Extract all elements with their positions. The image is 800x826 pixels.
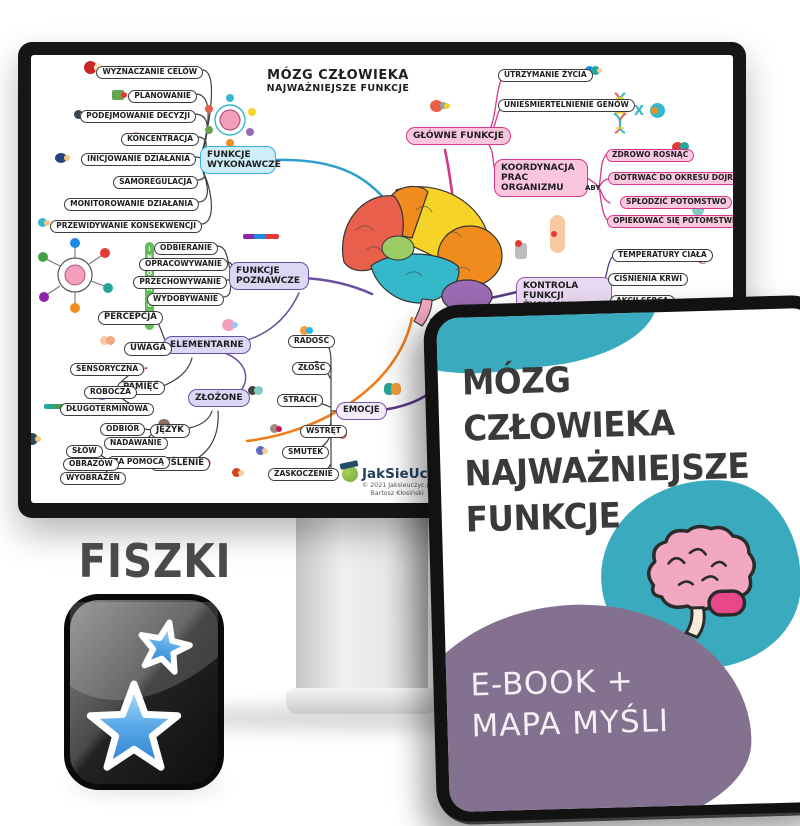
planning-chart-illustration bbox=[112, 84, 127, 103]
branch-item: PRZECHOWYWANIE bbox=[133, 276, 227, 289]
books-stack-illustration bbox=[243, 226, 279, 245]
starting-person-illustration bbox=[55, 147, 70, 166]
theatre-masks-illustration bbox=[384, 378, 401, 397]
branch-item: PLANOWANIE bbox=[128, 90, 197, 103]
branch-item: SMUTEK bbox=[282, 446, 330, 459]
branch-item: ZDROWO ROSNĄĆ bbox=[606, 149, 695, 162]
branch-item: WYDOBYWANIE bbox=[147, 293, 224, 306]
joy-person-illustration bbox=[300, 320, 313, 339]
branch-item: CIŚNIENIA KRWI bbox=[608, 273, 689, 286]
mindmap-title-line2: NAJWAŻNIEJSZE FUNKCJE bbox=[266, 83, 410, 94]
branch-item: SPŁODZIĆ POTOMSTWO bbox=[620, 196, 733, 209]
branch-item: PODEJMOWANIE DECYZJI bbox=[80, 110, 196, 123]
surprise-person-illustration bbox=[232, 462, 244, 481]
branch-item: WYOBRAŻEŃ bbox=[60, 472, 126, 485]
branch-item: TEMPERATURY CIAŁA bbox=[612, 249, 713, 262]
monitor: MÓZG CZŁOWIEKA NAJWAŻNIEJSZE FUNKCJE FUN… bbox=[18, 42, 746, 518]
attention-brain-illustration bbox=[222, 314, 238, 333]
branch-item: KONCENTRACJA bbox=[121, 133, 199, 146]
branch-item: ODBIERANIE bbox=[153, 242, 218, 255]
fear-spider-illustration bbox=[248, 380, 263, 399]
laptop-person-illustration bbox=[38, 212, 50, 231]
mindmap-title-line1: MÓZG CZŁOWIEKA bbox=[267, 68, 409, 83]
branch-item: STRACH bbox=[277, 394, 323, 407]
branch-item: SAMOREGULACJA bbox=[113, 176, 198, 189]
monitor-stand-neck bbox=[296, 512, 428, 694]
branch-item: OPIEKOWAĆ SIĘ POTOMSTWEM bbox=[607, 215, 733, 228]
branch-box-glowne-funkcje: GŁÓWNE FUNKCJE bbox=[406, 127, 511, 146]
branch-box-funkcje-wykonawcze: FUNKCJE WYKONAWCZE bbox=[200, 146, 281, 175]
perception-faces-illustration bbox=[100, 330, 115, 349]
branch-item: UNIEŚMIERTELNIENIE GENÓW bbox=[498, 99, 635, 112]
sadness-person-illustration bbox=[256, 440, 268, 459]
couple-heart-illustration bbox=[672, 136, 689, 155]
branch-item: ZŁOŚĆ bbox=[292, 362, 332, 375]
branch-item: DOTRWAĆ DO OKRESU DOJRZAŁOŚCI bbox=[608, 172, 733, 185]
pink-brain-icon bbox=[646, 524, 756, 640]
thinker-person-illustration bbox=[31, 428, 41, 447]
body-anatomy-illustration bbox=[550, 215, 565, 253]
promo-image: { "mindmap": { "title_line1": "MÓZG CZŁO… bbox=[18, 42, 800, 826]
branch-item: OBRAZÓW bbox=[63, 458, 119, 471]
ebook-title-line1: MÓZG CZŁOWIEKA bbox=[461, 360, 676, 450]
monitor-stand-base bbox=[286, 688, 438, 714]
flashcards-stars-icon bbox=[64, 594, 224, 790]
gears-brain-illustration bbox=[430, 95, 450, 114]
branch-item: RADOŚĆ bbox=[288, 335, 336, 348]
brain-circle-icons-illustration bbox=[205, 94, 256, 147]
logo-apple-cap-icon bbox=[339, 460, 359, 482]
branch-item: PRZEWIDYWANIE KONSEKWENCJI bbox=[50, 220, 202, 233]
branch-item: SENSORYCZNA bbox=[70, 363, 145, 376]
disgust-burger-illustration bbox=[270, 418, 282, 437]
branch-item: NADAWANIE bbox=[104, 437, 168, 450]
ebook-subtitle: E-BOOK + MAPA MYŚLI bbox=[470, 660, 670, 747]
ebook-cover: MÓZG CZŁOWIEKA NAJWAŻNIEJSZE FUNKCJE E-B… bbox=[436, 307, 800, 813]
branch-item: SŁÓW bbox=[66, 445, 103, 458]
branch-item: DŁUGOTERMINOWA bbox=[60, 403, 155, 416]
joystick-illustration bbox=[515, 240, 527, 259]
branch-box-elementarne: ELEMENTARNE bbox=[163, 336, 251, 355]
branch-item: OPRACOWYWANIE bbox=[139, 258, 228, 271]
branch-item: UWAGA bbox=[124, 342, 173, 356]
branch-item: INICJOWANIE DZIAŁANIA bbox=[81, 153, 196, 166]
branch-item: WYZNACZANIE CELÓW bbox=[96, 66, 203, 79]
mindmap-title: MÓZG CZŁOWIEKA NAJWAŻNIEJSZE FUNKCJE bbox=[250, 68, 426, 94]
branch-box-zlozone: ZŁOŻONE bbox=[188, 389, 250, 408]
branch-box-jezyk: JĘZYK bbox=[150, 424, 190, 438]
logo-author: Bartosz Kłosiński bbox=[370, 489, 424, 497]
brain-network-illustration bbox=[38, 238, 113, 313]
branch-item: WSTRĘT bbox=[300, 425, 347, 438]
branch-item: UTRZYMANIE ŻYCIA bbox=[498, 69, 593, 82]
flashcards-label: FISZKI bbox=[78, 534, 232, 588]
ebook-subtitle-line2: MAPA MYŚLI bbox=[471, 702, 670, 745]
ebook-tablet: MÓZG CZŁOWIEKA NAJWAŻNIEJSZE FUNKCJE E-B… bbox=[422, 294, 800, 826]
branch-item: ROBOCZA bbox=[84, 386, 137, 399]
logo-copyright: © 2021 Jaksieuczyc.pl bbox=[361, 482, 433, 489]
ebook-title-line2: NAJWAŻNIEJSZE bbox=[463, 446, 750, 495]
cell-flower-illustration bbox=[650, 100, 665, 119]
branch-item: ZASKOCZENIE bbox=[268, 468, 339, 481]
ebook-subtitle-line1: E-BOOK + bbox=[469, 663, 635, 704]
branch-item: MONITOROWANIE DZIAŁANIA bbox=[64, 198, 199, 211]
branch-box-koordynacja: KOORDYNACJA PRAC ORGANIZMU bbox=[494, 159, 588, 198]
branch-item: ODBIÓR bbox=[100, 423, 146, 436]
branch-box-emocje: EMOCJE bbox=[336, 402, 387, 420]
connector-aby: ABY bbox=[585, 184, 601, 192]
ebook-title: MÓZG CZŁOWIEKA NAJWAŻNIEJSZE FUNKCJE bbox=[461, 352, 795, 543]
branch-item: PERCEPCJA bbox=[98, 311, 163, 325]
branch-box-funkcje-poznawcze: FUNKCJE POZNAWCZE bbox=[229, 262, 309, 291]
chromosome-x-illustration: X bbox=[634, 104, 645, 119]
monitor-screen: MÓZG CZŁOWIEKA NAJWAŻNIEJSZE FUNKCJE FUN… bbox=[31, 55, 733, 503]
